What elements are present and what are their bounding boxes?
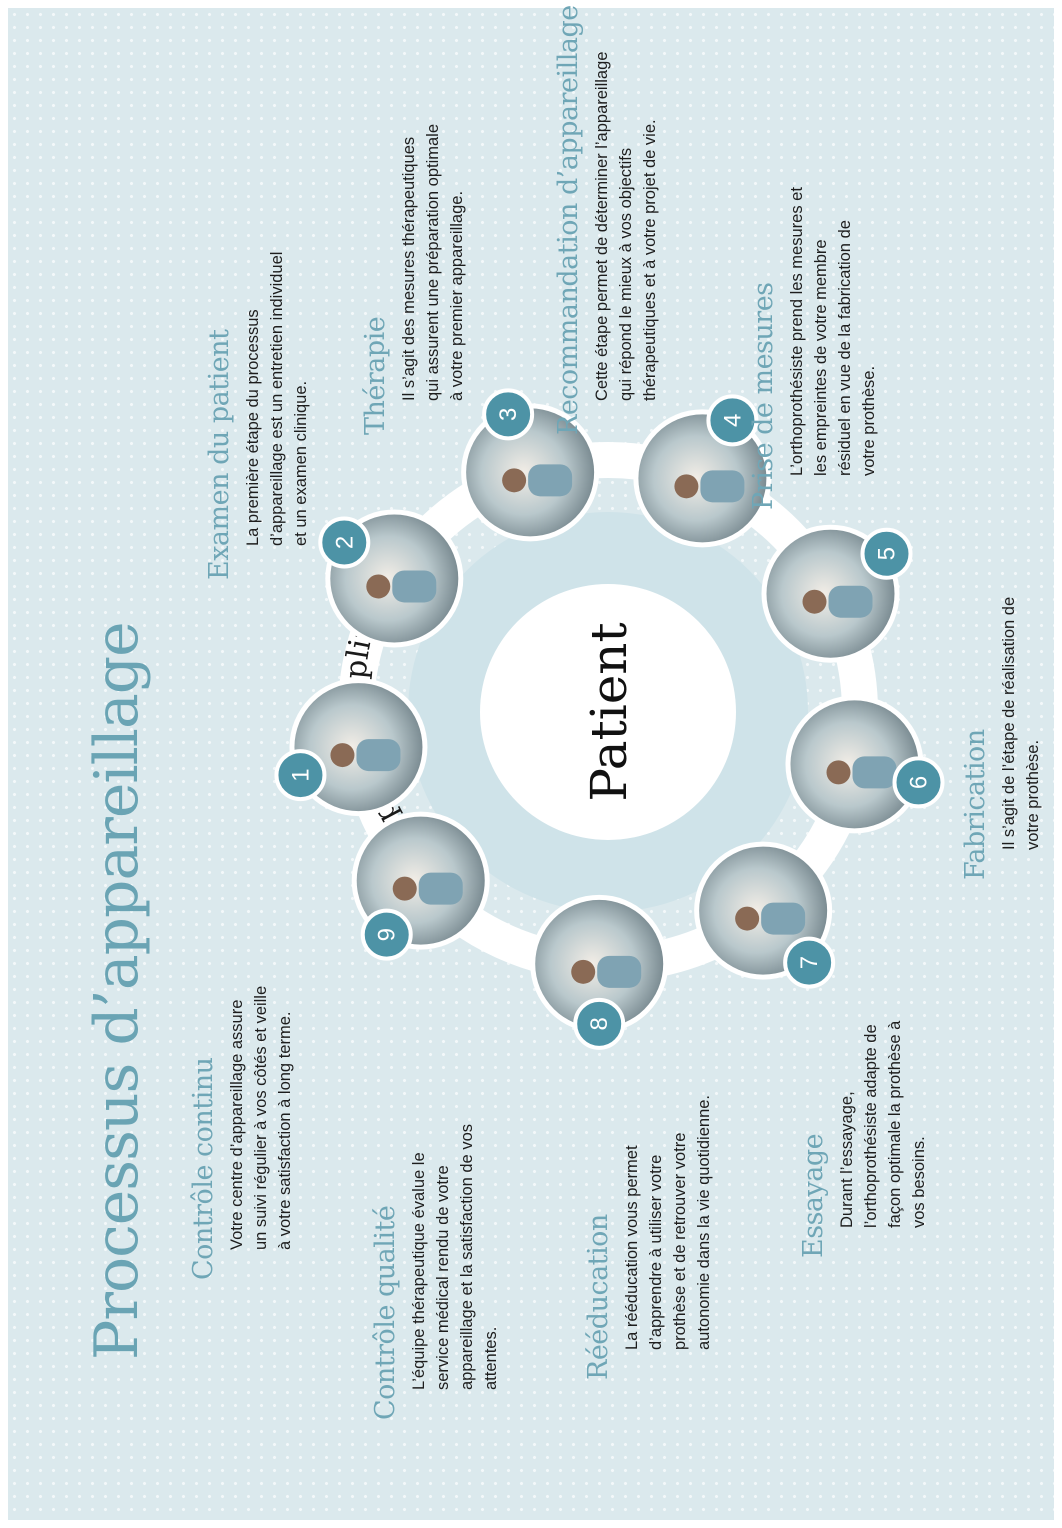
step-5-photo-body xyxy=(828,585,873,618)
step-1-photo-body xyxy=(356,739,401,772)
process-diagram: Equipe pluridisciplinaire Patient 123456… xyxy=(8,388,945,1520)
step-2-block: Thérapie Il s’agit des mesures thérapeut… xyxy=(360,115,469,435)
step-2-title: Thérapie xyxy=(360,316,391,435)
step-9-photo-body xyxy=(418,872,463,905)
step-8-number: 8 xyxy=(586,1017,613,1030)
step-2-badge xyxy=(318,516,371,569)
step-photos: 1 2 3 4 5 6 7 8 9 xyxy=(274,388,945,1050)
step-9-photo-person xyxy=(392,876,417,901)
step-5-description: Il s’agit de l’étape de réalisation de v… xyxy=(1000,596,1042,850)
step-7-number: 7 xyxy=(796,956,823,969)
step-7-badge xyxy=(783,936,836,989)
step-8-title: Contrôle qualité xyxy=(370,1205,401,1420)
step-3-photo-body xyxy=(528,464,573,497)
step-7-description: La rééducation vous permet d’apprendre à… xyxy=(623,1094,713,1350)
step-4-description: L’orthoprothésiste prend les mesures et … xyxy=(788,187,878,476)
step-8-block: Contrôle qualité L’équipe thérapeutique … xyxy=(370,1120,503,1420)
step-6-photo-body xyxy=(852,756,897,789)
step-8-photo-body xyxy=(597,955,642,988)
step-2-description: Il s’agit des mesures thérapeutiques qui… xyxy=(400,123,466,401)
step-1-description: La première étape du processus d’apparei… xyxy=(244,251,310,546)
step-8-description: L’équipe thérapeutique évalue le service… xyxy=(410,1124,500,1390)
step-5-title: Fabrication xyxy=(960,729,991,880)
step-9-description: Votre centre d’appareillage assure un su… xyxy=(228,985,294,1250)
step-6-number: 6 xyxy=(905,776,932,789)
step-6-photo-person xyxy=(826,760,851,785)
step-7-title: Rééducation xyxy=(583,1214,614,1380)
step-4-block: Prise de mesures L’orthoprothésiste pren… xyxy=(748,180,881,510)
step-1-title: Examen du patient xyxy=(204,329,235,580)
step-3-node: 3 xyxy=(461,388,600,542)
step-9-node: 9 xyxy=(351,811,490,961)
poster: Processus d’appareillage Equipe pluridis… xyxy=(8,5,1054,1520)
poster-canvas: Processus d’appareillage Equipe pluridis… xyxy=(8,5,1054,1520)
step-9-badge xyxy=(360,908,413,961)
step-6-title: Essayage xyxy=(798,1133,829,1258)
step-5-block: Fabrication Il s’agit de l’étape de réal… xyxy=(960,580,1045,880)
step-7-node: 7 xyxy=(694,841,836,989)
step-5-node: 5 xyxy=(761,524,913,663)
step-1-node: 1 xyxy=(274,678,428,817)
step-9-number: 9 xyxy=(374,928,401,941)
step-5-photo-person xyxy=(802,589,827,614)
step-4-node: 4 xyxy=(633,394,772,548)
step-7-photo-body xyxy=(761,902,806,935)
step-1-badge xyxy=(274,749,327,802)
step-2-photo-body xyxy=(392,570,437,603)
step-4-photo-person xyxy=(674,474,699,499)
step-6-badge xyxy=(892,756,945,809)
step-5-number: 5 xyxy=(874,547,901,560)
step-1-number: 1 xyxy=(287,768,314,781)
step-6-block: Essayage Durant l’essayage, l’orthoproth… xyxy=(798,1018,931,1258)
center-label: Patient xyxy=(580,622,638,801)
step-8-photo-person xyxy=(571,959,596,984)
step-8-node: 8 xyxy=(530,894,669,1050)
step-8-badge xyxy=(573,997,626,1050)
step-4-badge xyxy=(706,394,759,447)
step-7-photo-person xyxy=(735,906,760,931)
step-3-number: 3 xyxy=(495,408,522,421)
step-6-description: Durant l’essayage, l’orthoprothésiste ad… xyxy=(838,1020,928,1228)
step-2-node: 2 xyxy=(318,509,464,648)
step-1-photo-person xyxy=(330,743,355,768)
step-2-photo-person xyxy=(366,574,391,599)
step-4-number: 4 xyxy=(719,414,746,427)
step-3-photo-person xyxy=(502,468,527,493)
step-4-photo-body xyxy=(700,470,745,503)
step-7-block: Rééducation La rééducation vous permet d… xyxy=(583,1090,716,1380)
step-5-badge xyxy=(860,527,913,580)
patient-disc xyxy=(480,584,736,840)
step-4-title: Prise de mesures xyxy=(748,282,779,510)
step-3-title: Recommandation d’appareillage xyxy=(553,5,584,435)
step-3-block: Recommandation d’appareillage Cette étap… xyxy=(553,5,662,435)
step-9-block: Contrôle continu Votre centre d’appareil… xyxy=(188,980,297,1280)
step-6-node: 6 xyxy=(785,695,945,834)
step-1-block: Examen du patient La première étape du p… xyxy=(204,250,313,580)
step-3-badge xyxy=(482,388,535,441)
step-2-number: 2 xyxy=(331,536,358,549)
step-3-description: Cette étape permet de déterminer l’appar… xyxy=(593,51,659,401)
step-9-title: Contrôle continu xyxy=(188,1057,219,1280)
